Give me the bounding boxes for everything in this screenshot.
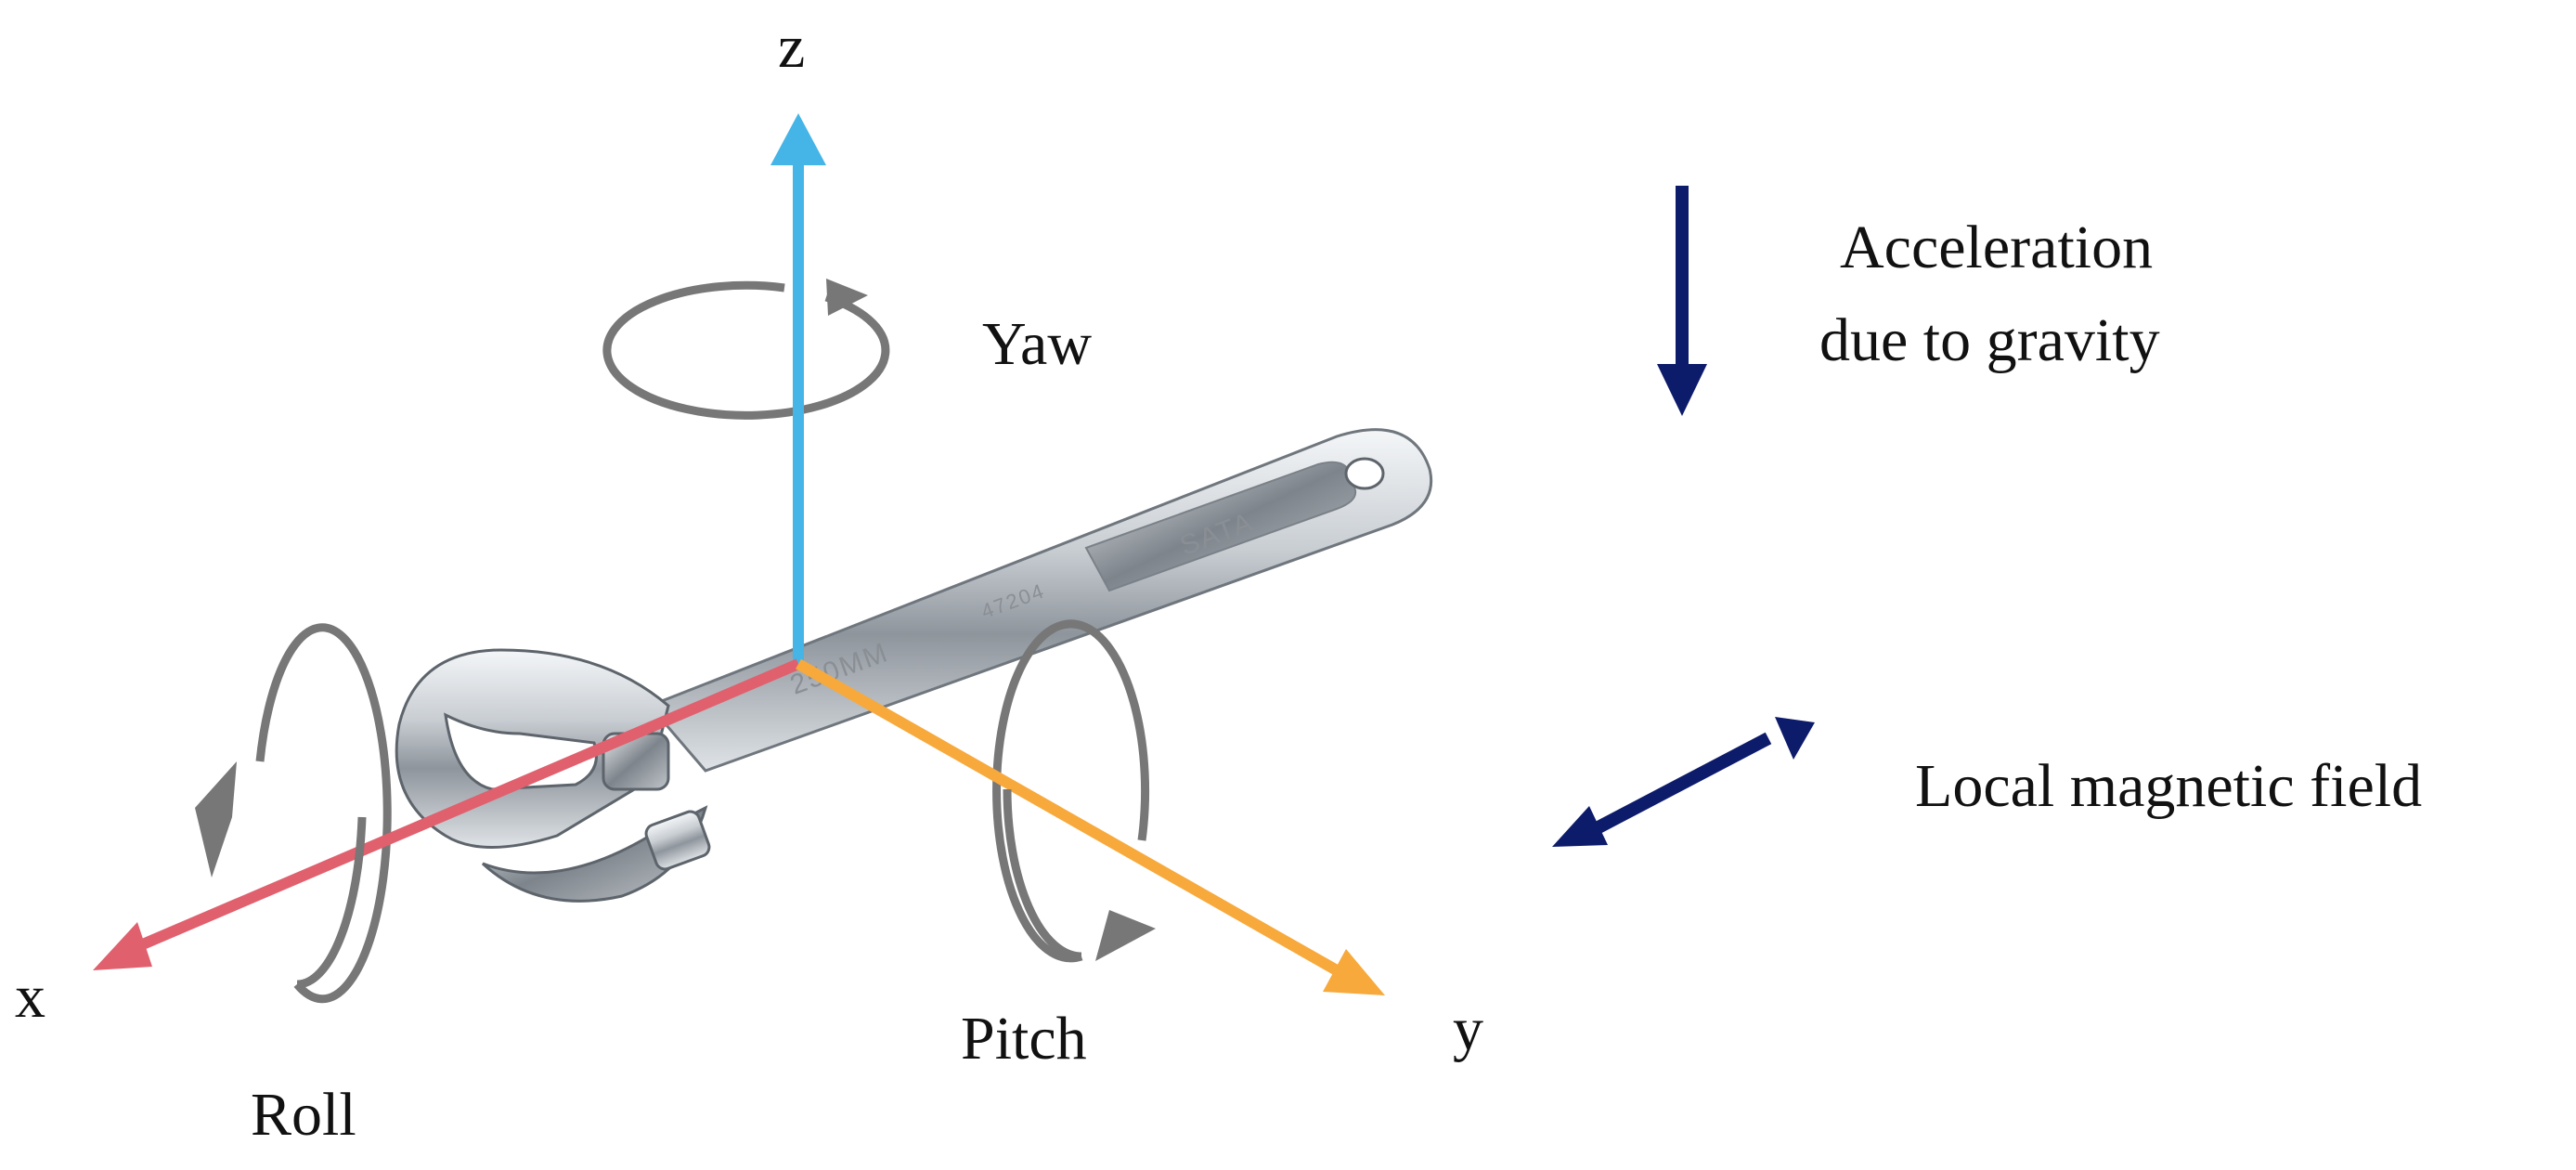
pitch-label: Pitch	[961, 1005, 1087, 1072]
pitch-rotation-arrow	[992, 619, 1156, 963]
gravity-label-line1: Acceleration	[1840, 214, 2153, 281]
z-axis-label: z	[778, 13, 805, 81]
yaw-arrowhead	[826, 279, 868, 316]
pitch-loop-front	[1003, 788, 1082, 961]
z-axis-arrowhead	[770, 113, 826, 165]
magnetic-field-label: Local magnetic field	[1915, 752, 2422, 820]
z-axis	[770, 113, 826, 664]
adjustable-wrench-image: SATA 47204 250MM	[395, 428, 1433, 903]
pitch-arrowhead	[1095, 910, 1156, 961]
hanging-hole	[1344, 457, 1385, 490]
magnetic-arrowhead-left	[1552, 806, 1608, 847]
x-axis	[93, 658, 801, 970]
roll-arrowhead	[195, 761, 237, 878]
y-axis-label: y	[1453, 995, 1483, 1063]
x-axis-arrowhead	[93, 922, 152, 970]
magnetic-arrowhead-right	[1775, 717, 1815, 760]
wrench-head	[395, 648, 711, 903]
gravity-arrowhead	[1657, 364, 1707, 416]
y-axis-arrowhead	[1323, 949, 1385, 995]
yaw-label: Yaw	[982, 310, 1092, 378]
x-axis-label: x	[15, 963, 45, 1031]
gravity-label-line2: due to gravity	[1819, 306, 2160, 374]
gravity-legend: Acceleration due to gravity	[1657, 186, 2160, 416]
roll-rotation-arrow	[195, 623, 392, 1004]
yaw-rotation-arrow	[602, 279, 890, 420]
y-axis	[796, 658, 1385, 995]
magnetic-field-arrow	[1593, 732, 1772, 835]
magnetic-field-legend: Local magnetic field	[1552, 717, 2422, 847]
roll-loop-front	[296, 816, 367, 989]
roll-label: Roll	[251, 1081, 356, 1149]
